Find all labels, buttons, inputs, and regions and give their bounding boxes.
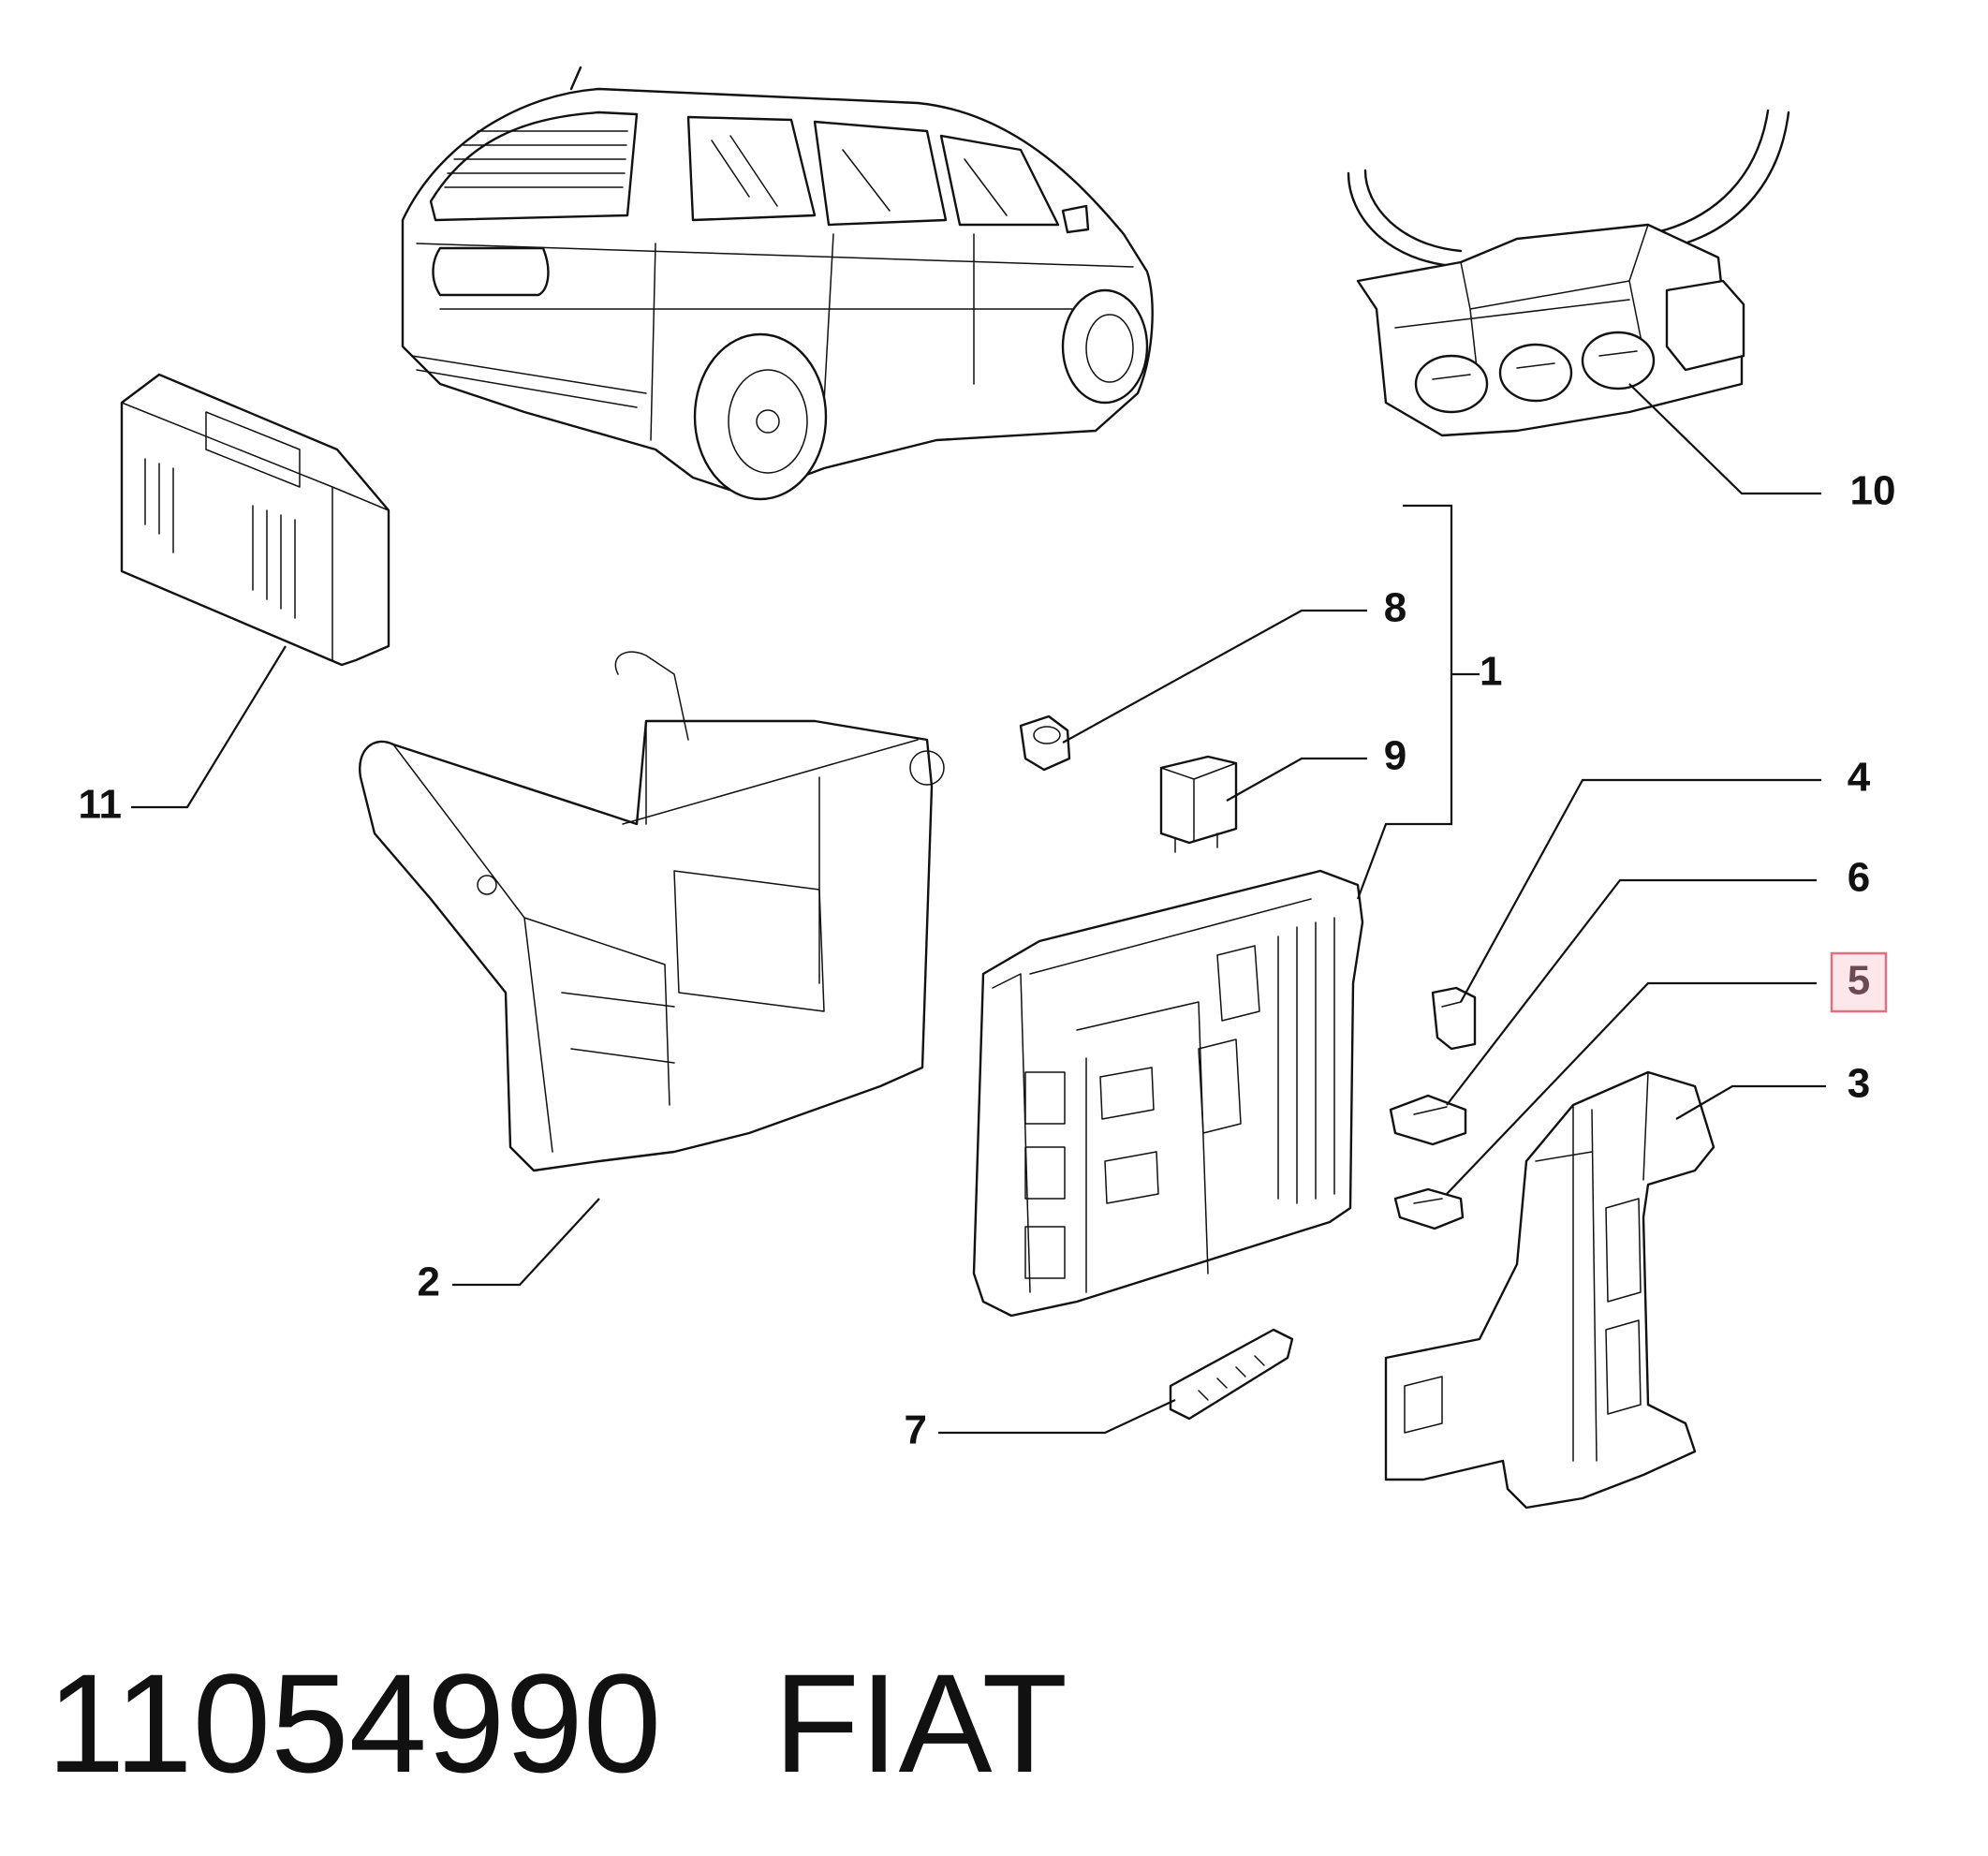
footer: 11054990 FIAT bbox=[47, 1648, 1068, 1798]
callout-6: 6 bbox=[1848, 855, 1870, 901]
brand-name: FIAT bbox=[773, 1644, 1068, 1802]
part-1-fuse-box bbox=[972, 869, 1364, 1318]
part-10-harness-bracket bbox=[1347, 109, 1790, 437]
callout-9: 9 bbox=[1384, 733, 1406, 779]
part-number: 11054990 bbox=[47, 1644, 662, 1802]
callout-4: 4 bbox=[1848, 755, 1871, 801]
callout-5[interactable]: 5 bbox=[1848, 958, 1870, 1004]
part-2-mounting-bracket bbox=[359, 651, 945, 1172]
part-9-relay bbox=[1159, 755, 1238, 853]
part-11-control-module bbox=[120, 373, 390, 667]
callout-5-highlight-box bbox=[1830, 951, 1888, 1013]
leader-lines bbox=[131, 383, 1826, 1435]
callout-2: 2 bbox=[418, 1259, 440, 1305]
part-8-nut bbox=[1019, 714, 1071, 772]
part-3-cover bbox=[1384, 1070, 1716, 1510]
vehicle-illustration bbox=[401, 66, 1154, 501]
callout-3: 3 bbox=[1848, 1061, 1870, 1107]
callout-8: 8 bbox=[1384, 585, 1406, 631]
part-6-fuse bbox=[1389, 1094, 1467, 1146]
callout-11: 11 bbox=[78, 782, 122, 828]
part-5-fuse bbox=[1393, 1187, 1465, 1230]
part-7-fuse-puller bbox=[1169, 1328, 1294, 1421]
callout-1: 1 bbox=[1480, 649, 1502, 695]
callouts: 1 2 3 4 5 6 7 8 9 10 11 bbox=[78, 468, 1895, 1453]
part-4-fuse bbox=[1431, 986, 1477, 1051]
callout-7: 7 bbox=[905, 1407, 927, 1453]
callout-10: 10 bbox=[1850, 468, 1896, 514]
